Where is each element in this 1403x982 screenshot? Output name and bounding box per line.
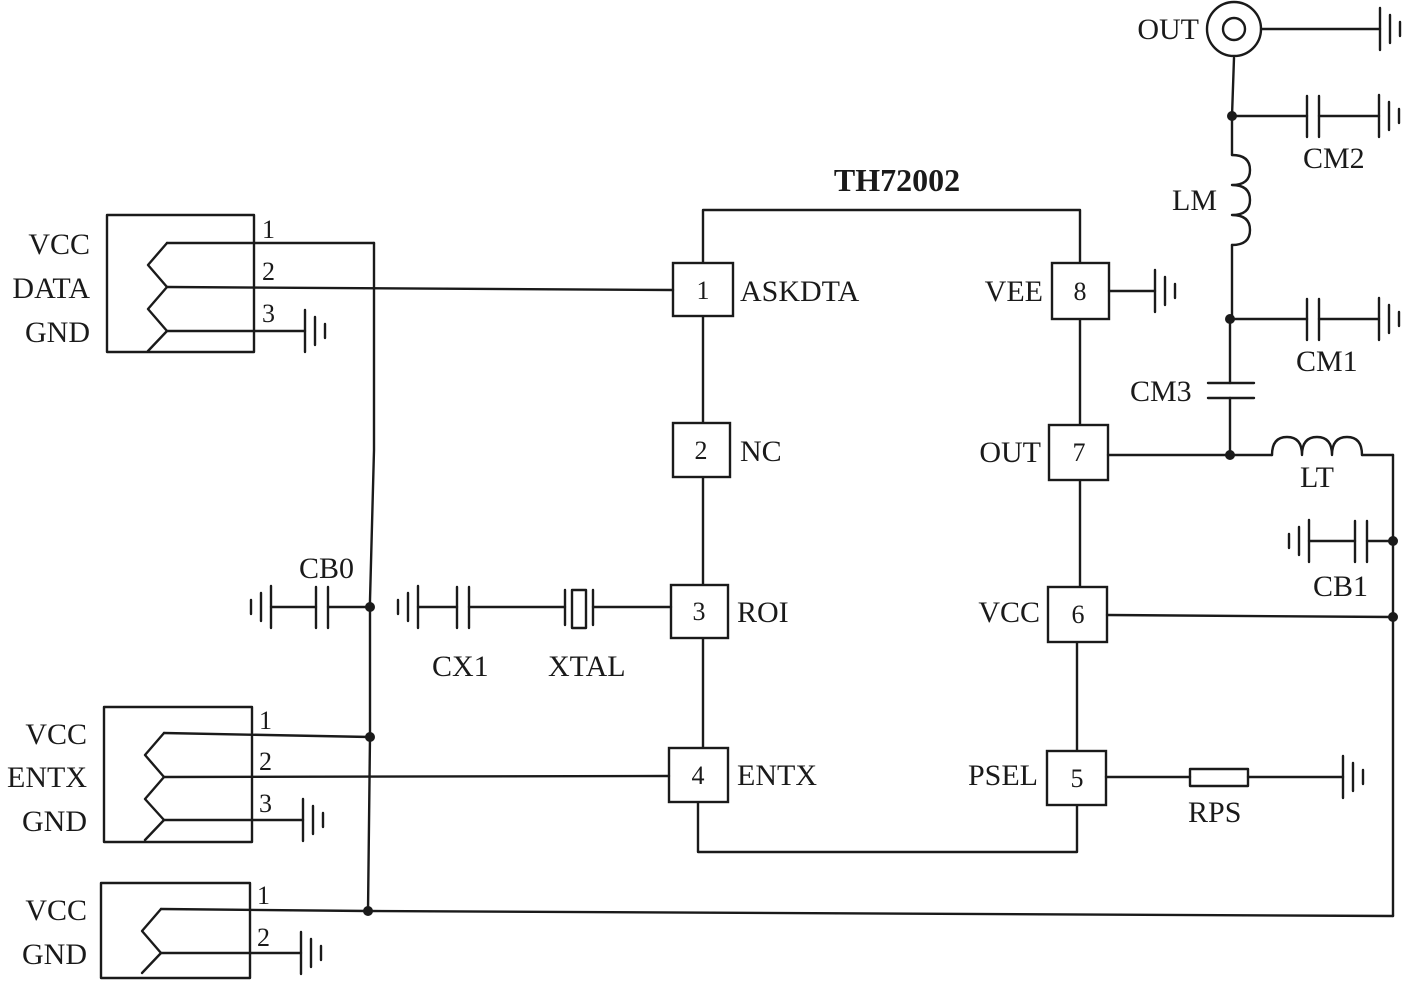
ic-th72002: TH72002 <box>696 162 1082 854</box>
pin-name: ENTX <box>737 759 817 792</box>
component-label: CM3 <box>1130 375 1192 408</box>
pin-number: 1 <box>697 276 710 305</box>
ground-icon <box>303 308 327 354</box>
connector-label: VCC <box>25 894 87 927</box>
output-network: LT CM3 CM1 LM CM2 OUT <box>1106 0 1395 603</box>
connector-1: VCC DATA GND 1 2 3 <box>12 213 675 354</box>
pin-name: NC <box>740 435 782 468</box>
ground-icon <box>396 584 420 630</box>
connector-pin: 2 <box>257 923 270 952</box>
ground-symbols <box>249 6 1402 976</box>
connector-2: VCC ENTX GND 1 2 3 <box>7 705 671 844</box>
connector-label: ENTX <box>7 761 87 794</box>
ic-pin-1: 1 ASKDTA <box>671 261 860 318</box>
ic-pin-3: 3 ROI <box>669 583 789 640</box>
connector-pin: 1 <box>259 706 272 735</box>
connector-pin: 2 <box>259 747 272 776</box>
connector-pin: 1 <box>262 215 275 244</box>
pin-name: VEE <box>985 275 1043 308</box>
ground-icon <box>301 797 325 843</box>
resistor-rps: RPS <box>1104 767 1345 829</box>
ground-icon <box>1377 296 1401 342</box>
ground-icon <box>1378 6 1402 52</box>
capacitor-cx1: CX1 <box>416 585 567 683</box>
connector-3: VCC GND 1 2 <box>22 881 370 980</box>
ic-pin-8: 8 VEE <box>985 261 1111 321</box>
connector-label: GND <box>22 805 87 838</box>
ic-pin-5: 5 PSEL <box>968 749 1108 807</box>
pin-number: 2 <box>695 436 708 465</box>
connector-pin: 1 <box>257 881 270 910</box>
component-label: OUT <box>1137 13 1199 46</box>
crystal-xtal: XTAL <box>548 588 673 683</box>
pin-number: 7 <box>1073 438 1086 467</box>
component-label: LM <box>1172 184 1217 217</box>
component-label: CM1 <box>1296 345 1358 378</box>
ground-icon <box>1341 754 1365 800</box>
ground-icon <box>1377 93 1401 139</box>
connector-label: GND <box>25 316 90 349</box>
ground-icon <box>249 584 273 630</box>
ic-pin-2: 2 NC <box>671 421 782 479</box>
vcc-bus <box>363 241 1398 918</box>
pin-name: ASKDTA <box>740 275 860 308</box>
pin-number: 3 <box>693 597 706 626</box>
component-label: XTAL <box>548 650 626 683</box>
pin-name: ROI <box>737 596 789 629</box>
component-label: CB1 <box>1313 570 1368 603</box>
ground-icon <box>1287 518 1311 564</box>
pin-name: OUT <box>979 436 1041 469</box>
component-label: CB0 <box>299 552 354 585</box>
ground-icon <box>1153 268 1177 314</box>
connector-pin: 3 <box>262 299 275 328</box>
pin-number: 5 <box>1071 764 1084 793</box>
connector-pin: 3 <box>259 789 272 818</box>
capacitor-cb0: CB0 <box>269 552 372 630</box>
connector-label: GND <box>22 938 87 971</box>
connector-label: DATA <box>12 272 90 305</box>
component-label: LT <box>1300 461 1334 494</box>
connector-label: VCC <box>28 228 90 261</box>
pin-number: 6 <box>1072 600 1085 629</box>
connector-label: VCC <box>25 718 87 751</box>
component-label: CX1 <box>432 650 489 683</box>
component-label: RPS <box>1188 796 1241 829</box>
ic-pin-6: 6 VCC <box>978 585 1109 644</box>
pin-number: 8 <box>1074 277 1087 306</box>
ground-icon <box>299 930 323 976</box>
ic-pin-7: 7 OUT <box>979 423 1110 482</box>
pin-name: PSEL <box>968 759 1038 792</box>
pin-name: VCC <box>978 596 1040 629</box>
ic-pin-4: 4 ENTX <box>667 746 817 804</box>
pin-number: 4 <box>692 761 705 790</box>
ic-name: TH72002 <box>834 162 960 198</box>
connector-pin: 2 <box>262 257 275 286</box>
component-label: CM2 <box>1303 142 1365 175</box>
